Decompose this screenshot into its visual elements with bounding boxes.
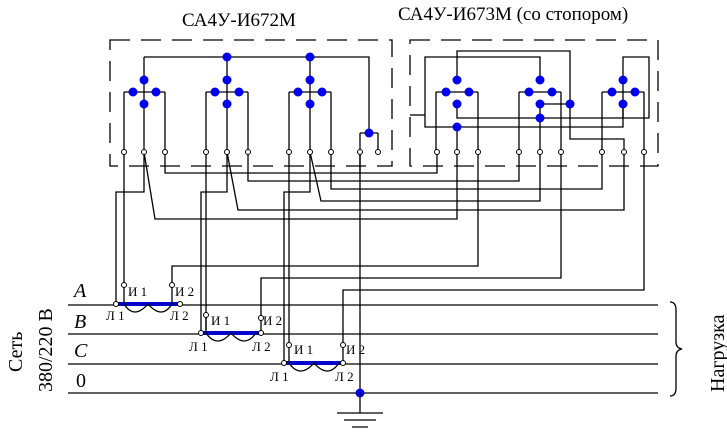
ct-a-i1-label: И 1 xyxy=(128,284,147,299)
ground-icon xyxy=(337,388,383,428)
current-transformer-a xyxy=(113,282,183,313)
ct-a-l1-label: Л 1 xyxy=(106,308,125,323)
external-wiring xyxy=(115,151,645,393)
current-transformer-c xyxy=(281,342,346,372)
network-voltage-label: 380/220 В xyxy=(35,308,57,392)
phase-c-label: C xyxy=(74,340,88,362)
load-label: Нагрузка xyxy=(707,314,727,392)
current-transformer-b xyxy=(198,312,264,342)
ct-a-i2-label: И 2 xyxy=(175,284,194,299)
network-label: Сеть xyxy=(5,332,27,372)
load-brace xyxy=(669,301,683,397)
ct-c-i2-label: И 2 xyxy=(346,342,365,357)
left-meter-internal xyxy=(123,56,379,152)
ct-b-l1-label: Л 1 xyxy=(189,339,208,354)
right-meter-title: СА4У-И673М (со стопором) xyxy=(398,4,628,25)
right-meter-enclosure xyxy=(409,39,659,167)
ct-c-l1-label: Л 1 xyxy=(270,369,289,384)
ct-a-l2-label: Л 2 xyxy=(170,308,189,323)
neutral-label: 0 xyxy=(76,370,86,392)
right-meter-nodes xyxy=(441,75,640,132)
ct-c-l2-label: Л 2 xyxy=(335,369,354,384)
right-meter-internal xyxy=(410,50,650,152)
left-meter-enclosure xyxy=(109,39,393,167)
ct-b-i2-label: И 2 xyxy=(263,313,282,328)
ct-c-i1-label: И 1 xyxy=(294,342,313,357)
ct-b-l2-label: Л 2 xyxy=(252,339,271,354)
left-meter-nodes xyxy=(128,52,374,138)
meter-terminals xyxy=(121,149,647,155)
phase-a-label: A xyxy=(72,280,87,302)
phase-b-label: B xyxy=(74,311,86,333)
ct-b-i1-label: И 1 xyxy=(211,313,230,328)
left-meter-title: СА4У-И672М xyxy=(182,10,296,31)
